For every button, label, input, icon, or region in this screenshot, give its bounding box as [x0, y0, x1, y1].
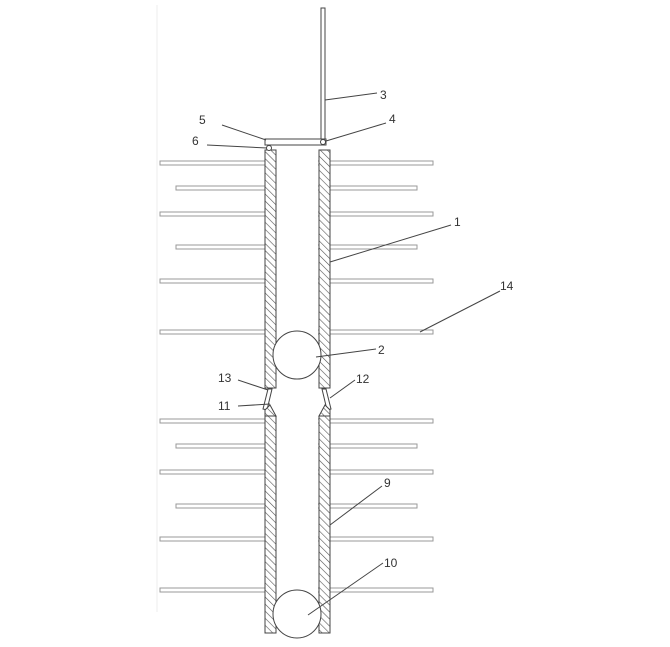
- leader-lines: [206, 92, 501, 616]
- label-4: 4: [389, 112, 396, 126]
- label-5: 5: [199, 113, 206, 127]
- hinge: [320, 139, 326, 145]
- label-2: 2: [378, 343, 385, 357]
- label-6: 6: [192, 134, 199, 148]
- seal-ring: [266, 145, 272, 151]
- rod: [320, 7, 326, 140]
- lower-left-wall: [264, 415, 277, 634]
- ball-2: [272, 330, 322, 380]
- right-clip: [321, 388, 332, 411]
- label-12: 12: [356, 372, 370, 386]
- right-clip-base: [318, 404, 331, 417]
- reference-labels: 3 4 5 6 1 14 2 13 12 11 9 10: [192, 88, 514, 570]
- label-10: 10: [384, 556, 398, 570]
- top-plate: [264, 138, 327, 146]
- label-11: 11: [218, 399, 231, 413]
- upper-right-wall: [318, 149, 331, 389]
- ball-10: [272, 589, 322, 639]
- upper-tube: [264, 149, 331, 389]
- left-clip-base: [264, 404, 277, 417]
- label-14: 14: [500, 279, 514, 293]
- label-13: 13: [218, 371, 232, 385]
- label-9: 9: [384, 476, 391, 490]
- label-3: 3: [380, 88, 387, 102]
- tube-bore: [276, 150, 318, 635]
- label-1: 1: [454, 215, 461, 229]
